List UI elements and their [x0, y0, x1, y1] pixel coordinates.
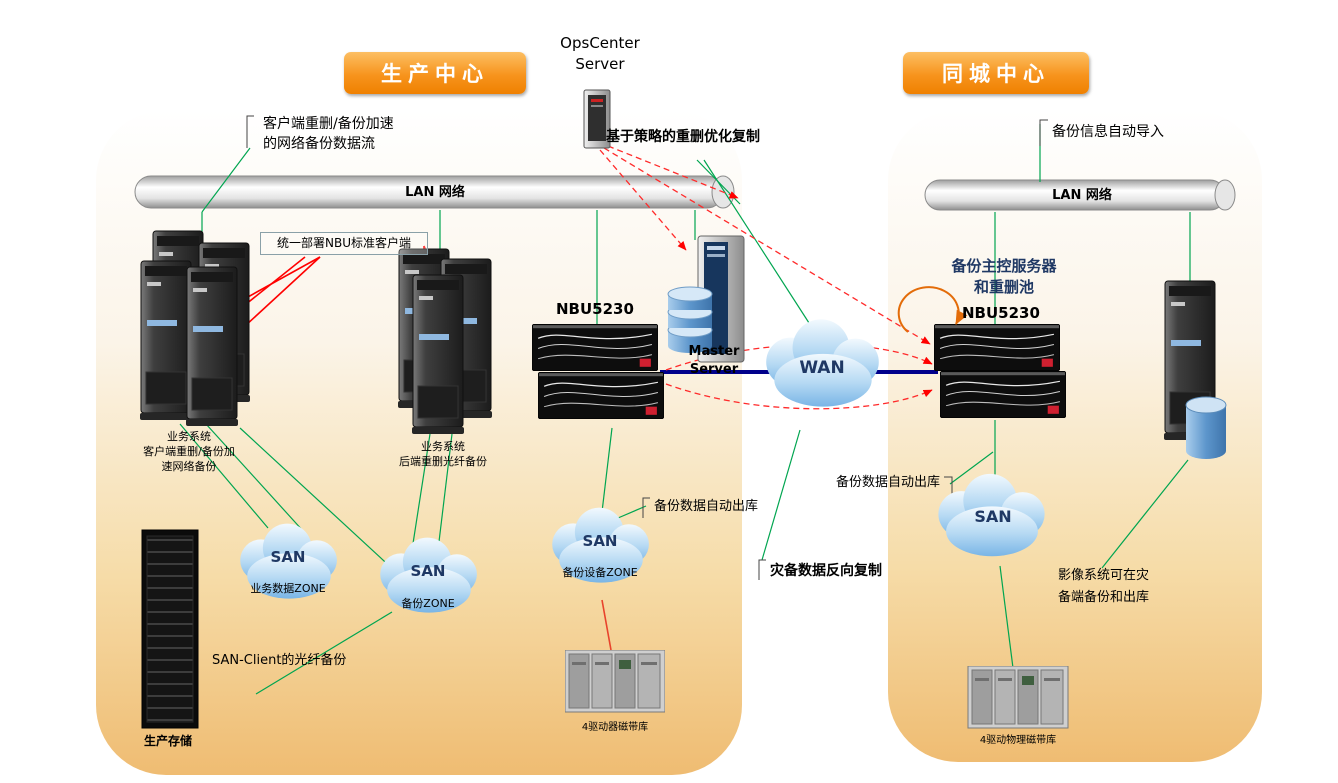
storage-label: 生产存储: [144, 734, 193, 748]
cluster1-caption: 业务系统 客户端重删/备份加 速网络备份: [143, 430, 235, 473]
green-connectors: [179, 124, 1191, 695]
nbu-client-note: 统一部署NBU标准客户端: [260, 232, 428, 255]
auto-import-note: 备份信息自动导入: [1052, 124, 1164, 140]
nbu5230-right-unit2: [940, 371, 1066, 418]
disaster-title-banner: 同城中心: [903, 52, 1089, 94]
client-dedupe-note: 客户端重删/备份加速 的网络备份数据流: [263, 116, 394, 152]
nbu-right-role-label: 备份主控服务器 和重删池: [951, 257, 1057, 296]
nbu-right-label: NBU5230: [962, 304, 1040, 322]
dedupe-pool-arc: [897, 286, 968, 333]
san3-label: SAN: [582, 532, 618, 550]
san1-label: SAN: [270, 548, 306, 566]
production-servers-cluster1: [140, 230, 250, 427]
tape-left-label: 4驱动器磁带库: [581, 722, 649, 733]
image-system-note: 影像系统可在灾 备端备份和出库: [1058, 568, 1150, 606]
auto-out-right-note: 备份数据自动出库: [836, 475, 941, 490]
san2-label: SAN: [410, 562, 446, 580]
tape-library-right-icon: [967, 666, 1069, 729]
san-to-tape-link: [601, 599, 612, 651]
tape-right-label: 4驱动物理磁带库: [979, 735, 1057, 746]
lan-label-left: LAN 网络: [405, 185, 465, 200]
production-storage-rack-icon: [141, 529, 199, 729]
san1-zone-label: 业务数据ZONE: [250, 582, 326, 595]
opscenter-server-icon: [583, 89, 611, 149]
lan-pipe-right: [924, 179, 1236, 211]
disk-stack-icon: [667, 286, 713, 353]
san-client-note: SAN-Client的光纤备份: [212, 653, 347, 668]
opscenter-label: OpsCenter Server: [560, 34, 640, 73]
auto-out-left-note: 备份数据自动出库: [654, 499, 759, 514]
policy-replication-note: 基于策略的重删优化复制: [606, 129, 760, 145]
lan-label-right: LAN 网络: [1052, 188, 1112, 203]
wan-label: WAN: [799, 358, 845, 378]
san-right-label: SAN: [974, 507, 1012, 526]
label-brackets: [246, 115, 1048, 580]
cluster2-caption: 业务系统 后端重删光纤备份: [399, 440, 487, 468]
nbu5230-left-unit1: [532, 324, 658, 371]
nbu5230-right-unit1: [934, 324, 1060, 371]
disaster-disk-cylinder-icon: [1185, 396, 1227, 459]
nbu5230-left-unit2: [538, 372, 664, 419]
san3-zone-label: 备份设备ZONE: [562, 566, 638, 579]
production-title-banner: 生产中心: [344, 52, 526, 94]
master-server-label: Master Server: [688, 344, 740, 378]
master-server-icon: [667, 235, 745, 363]
nbu-left-label: NBU5230: [556, 300, 634, 318]
tape-library-left-icon: [565, 650, 665, 713]
production-servers-cluster2: [398, 248, 492, 435]
reverse-replication-note: 灾备数据反向复制: [770, 563, 882, 579]
server-tower-icon: [186, 266, 238, 427]
server-tower-icon: [140, 260, 192, 421]
server-tower-icon: [412, 274, 464, 435]
san2-zone-label: 备份ZONE: [401, 597, 455, 610]
